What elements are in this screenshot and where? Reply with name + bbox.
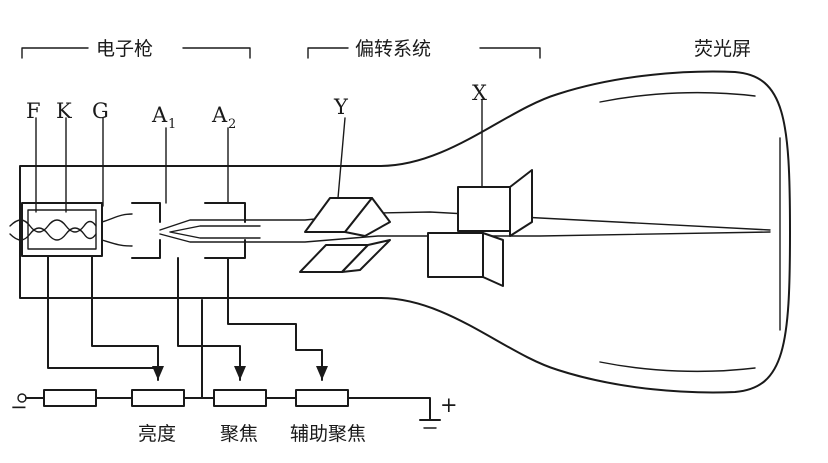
cathode-housing <box>21 202 103 257</box>
arrow-aux-focus <box>316 366 328 380</box>
label-x: X <box>472 81 487 105</box>
label-g: G <box>92 99 109 123</box>
label-k: K <box>56 99 72 123</box>
x-plate-upper <box>457 186 511 232</box>
wire-a2 <box>227 257 323 381</box>
cathode-inner <box>27 209 97 250</box>
y-plate-lower-side <box>341 239 391 273</box>
label-f: F <box>26 99 41 123</box>
gun-bracket-right <box>182 47 251 59</box>
bus-5 <box>347 397 431 421</box>
resistor-1 <box>43 389 97 407</box>
anode-a2 <box>204 202 246 259</box>
x-plate-upper-side <box>509 169 533 237</box>
deflection-system-label: 偏转系统 <box>355 38 431 60</box>
deflection-label-group: 偏转系统 <box>307 38 541 60</box>
x-plate-lower-side <box>482 232 504 287</box>
y-plate-upper-side <box>344 197 391 237</box>
aux-focus-label: 辅助聚焦 <box>290 423 366 445</box>
screen-bottom-arc <box>599 361 756 373</box>
electron-gun-label-group: 电子枪 <box>21 38 251 60</box>
label-a2: A <box>211 103 228 127</box>
focus-label: 聚焦 <box>220 423 258 445</box>
wire-a1 <box>177 257 241 381</box>
label-a2-sub: 2 <box>228 117 236 132</box>
grid-aperture <box>101 213 133 247</box>
label-a1: A <box>151 103 168 127</box>
label-y: Y <box>333 95 349 119</box>
brightness-label: 亮度 <box>138 423 176 445</box>
leader-y <box>337 117 346 199</box>
gun-bracket-left <box>21 47 89 59</box>
label-a1-sub: 1 <box>168 117 176 132</box>
screen-label: 荧光屏 <box>694 38 751 60</box>
filament-coil-2 <box>9 227 97 241</box>
screen-top-arc <box>599 91 756 103</box>
potentiometer-focus <box>213 389 267 407</box>
x-plate-lower <box>427 232 484 278</box>
potentiometer-brightness <box>131 389 185 407</box>
tube-envelope <box>19 70 791 394</box>
potentiometer-aux-focus <box>295 389 349 407</box>
minus-sign: − <box>10 395 28 419</box>
electron-gun-label: 电子枪 <box>96 38 153 60</box>
plus-sign: + <box>440 393 458 417</box>
deflection-bracket-right <box>479 47 541 59</box>
wire-grid <box>91 255 159 367</box>
wire-cathode <box>47 255 159 381</box>
deflection-bracket-left <box>307 47 349 59</box>
beam-focus-cone <box>169 225 261 239</box>
arrow-brightness <box>152 366 164 380</box>
filament-coil <box>9 219 97 233</box>
arrow-focus <box>234 366 246 380</box>
anode-a1 <box>131 202 161 259</box>
